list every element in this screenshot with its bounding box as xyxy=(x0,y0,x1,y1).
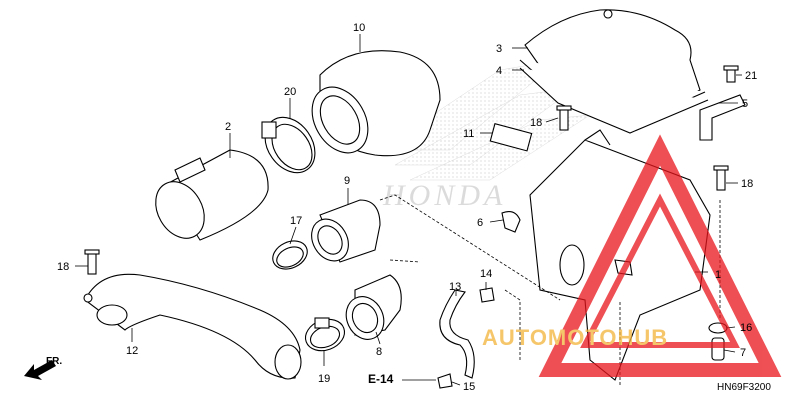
part-18-bolt-b xyxy=(713,165,729,191)
callout-10: 10 xyxy=(353,22,365,34)
callout-21: 21 xyxy=(745,70,757,82)
part-20-clamp xyxy=(261,116,316,174)
callout-6: 6 xyxy=(477,217,483,229)
triangle-logo-icon xyxy=(538,134,782,377)
callout-18-a: 18 xyxy=(530,117,542,129)
callout-19: 19 xyxy=(318,373,330,385)
callout-11: 11 xyxy=(463,128,474,140)
part-17-clamp xyxy=(272,240,308,270)
part-19-clamp xyxy=(304,317,346,352)
part-8-boot xyxy=(345,274,402,340)
part-14-clip xyxy=(479,287,495,303)
part-3-4-case-cover xyxy=(519,9,709,134)
callout-2: 2 xyxy=(225,121,231,133)
watermark-logo: AUTOMOTOHUB xyxy=(482,134,782,377)
part-10-air-filter-element xyxy=(311,50,441,157)
front-arrow-icon: FR. xyxy=(24,356,62,380)
callout-7: 7 xyxy=(740,347,746,359)
part-11-foam xyxy=(489,122,533,152)
part-2-filter-cylinder xyxy=(155,149,269,241)
watermark-text: AUTOMOTOHUB xyxy=(482,325,668,350)
part-13-tube xyxy=(439,289,475,379)
callout-1: 1 xyxy=(715,269,721,281)
part-18-bolt-a xyxy=(556,105,572,131)
part-6-clip xyxy=(501,211,521,233)
callout-18-b: 18 xyxy=(741,178,753,190)
reference-label-e14: E-14 xyxy=(368,372,394,386)
honda-logo-text: HONDA xyxy=(382,179,506,212)
callout-16: 16 xyxy=(740,322,752,334)
callout-8: 8 xyxy=(376,346,382,358)
callout-5: 5 xyxy=(742,98,748,110)
callout-17: 17 xyxy=(290,215,302,227)
part-5-bracket xyxy=(699,94,746,141)
callout-20: 20 xyxy=(284,86,296,98)
callout-9: 9 xyxy=(344,175,350,187)
part-9-connecting-tube xyxy=(311,199,381,263)
part-21-bolt xyxy=(723,65,739,83)
callout-15: 15 xyxy=(463,381,475,393)
callout-18-c: 18 xyxy=(57,261,69,273)
part-18-bolt-c xyxy=(84,249,100,275)
callout-14: 14 xyxy=(480,268,492,280)
callout-3: 3 xyxy=(496,43,502,55)
part-12-intake-duct xyxy=(83,273,302,380)
callout-4: 4 xyxy=(496,65,502,77)
diagram-code: HN69F3200 xyxy=(717,382,771,393)
callout-labels: 1 2 3 4 5 6 7 8 9 10 11 12 13 14 15 16 1… xyxy=(57,22,757,393)
part-7-drain-plug xyxy=(711,337,725,361)
callout-13: 13 xyxy=(449,281,461,293)
part-15-clip xyxy=(437,373,453,389)
callout-12: 12 xyxy=(126,345,138,357)
front-label: FR. xyxy=(46,356,62,367)
